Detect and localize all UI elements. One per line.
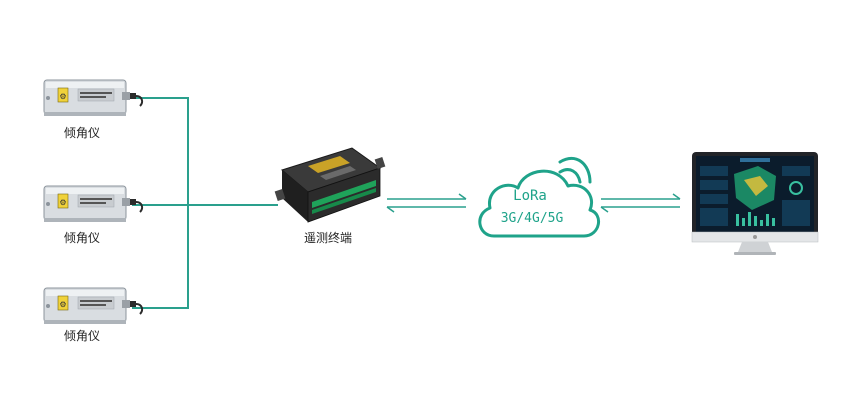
inclinometer-3: ⚙ <box>43 287 144 324</box>
telemetry-terminal <box>274 147 386 223</box>
bidirectional-arrows-1 <box>386 193 467 213</box>
cloud-label-networks: 3G/4G/5G <box>501 211 564 226</box>
inclinometer-label-2: 倾角仪 <box>64 231 101 245</box>
inclinometer-2: ⚙ <box>43 185 144 222</box>
svg-text:⚙: ⚙ <box>59 198 66 207</box>
bidirectional-arrows-2 <box>600 193 681 213</box>
svg-text:⚙: ⚙ <box>59 92 66 101</box>
inclinometer-label-1: 倾角仪 <box>64 126 101 140</box>
sensor-bus-lines <box>132 97 278 309</box>
inclinometer-1: ⚙ <box>43 79 144 116</box>
inclinometer-label-3: 倾角仪 <box>64 329 101 343</box>
svg-text:⚙: ⚙ <box>59 300 66 309</box>
cloud-icon <box>478 156 600 238</box>
terminal-label: 遥测终端 <box>304 231 353 245</box>
dashboard-screen <box>700 158 810 226</box>
cloud-label-lora: LoRa <box>513 188 547 204</box>
